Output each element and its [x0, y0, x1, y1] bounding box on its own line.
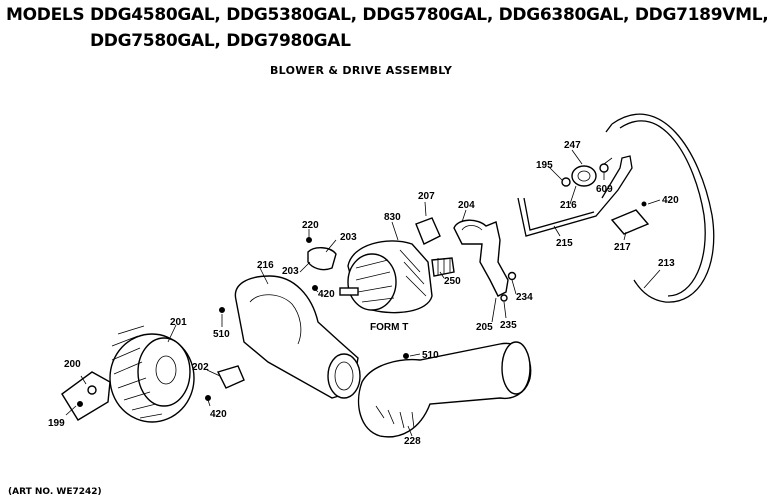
part-label-203-b: 203 [282, 266, 299, 277]
drive-motor [306, 217, 455, 314]
part-label-200: 200 [64, 359, 81, 370]
exhaust-duct [357, 341, 532, 438]
part-label-235: 235 [500, 320, 517, 331]
wheel-bracket [61, 371, 111, 421]
blower-housing [219, 275, 361, 399]
part-label-201: 201 [170, 317, 187, 328]
part-label-250: 250 [444, 276, 461, 287]
diagram-subtitle: BLOWER & DRIVE ASSEMBLY [270, 64, 453, 77]
part-label-830: 830 [384, 212, 401, 223]
part-label-218: 216 [257, 260, 274, 271]
small-bracket [205, 365, 245, 401]
part-label-420-b: 420 [318, 289, 335, 300]
part-label-228: 228 [404, 436, 421, 447]
part-label-199: 199 [48, 418, 65, 429]
idler-pulley-group [561, 157, 613, 187]
part-label-205: 205 [476, 322, 493, 333]
part-label-195: 195 [536, 160, 553, 171]
part-label-215: 215 [556, 238, 573, 249]
idler-arm [517, 155, 633, 237]
part-label-204: 204 [458, 200, 475, 211]
part-label-247: 247 [564, 140, 581, 151]
part-label-213: 213 [658, 258, 675, 269]
part-label-217: 217 [614, 242, 631, 253]
models-title-line1: MODELS DDG4580GAL, DDG5380GAL, DDG5780GA… [6, 5, 768, 25]
exploded-parts-diagram: 200 199 201 202 420 510 216 220 203 203 … [48, 113, 715, 447]
part-label-420-a: 420 [210, 409, 227, 420]
part-label-420-c: 420 [662, 195, 679, 206]
drum-belt [605, 113, 715, 303]
blower-wheel [109, 325, 195, 423]
models-title-line2: DDG7580GAL, DDG7980GAL [90, 31, 351, 51]
part-label-220: 220 [302, 220, 319, 231]
part-label-202: 202 [192, 362, 209, 373]
part-label-207: 207 [418, 191, 435, 202]
part-label-203-a: 203 [340, 232, 357, 243]
part-label-609: 609 [596, 184, 613, 195]
part-label-234: 234 [516, 292, 533, 303]
part-label-216: 216 [560, 200, 577, 211]
leader-lines [65, 149, 661, 437]
motor-mount-bracket [610, 201, 650, 235]
motor-support-bracket [453, 219, 517, 302]
part-label-510-b: 510 [422, 350, 439, 361]
motor-caption: FORM T [370, 322, 408, 333]
art-number: (ART NO. WE7242) [8, 487, 102, 497]
part-label-510-a: 510 [213, 329, 230, 340]
